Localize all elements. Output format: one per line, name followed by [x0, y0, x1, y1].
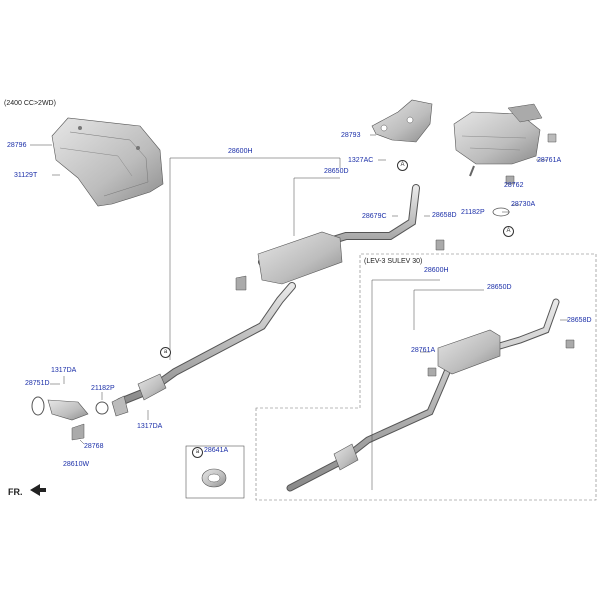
ref-circle-A-top: A — [397, 160, 408, 171]
inset-part-label-28761A[interactable]: 28761A — [411, 347, 436, 354]
part-label-28751D[interactable]: 28751D — [25, 380, 50, 387]
hanger-bracket-part — [371, 99, 433, 143]
inset-frame — [255, 253, 597, 501]
leader-lines — [30, 134, 568, 490]
part-label-28679C[interactable]: 28679C — [362, 213, 387, 220]
inset-part-label-28600H[interactable]: 28600H — [424, 267, 449, 274]
part-label-21182P-top[interactable]: 21182P — [461, 209, 485, 216]
ref-circle-a-clamp: a — [192, 447, 203, 458]
inset-part-label-28650D[interactable]: 28650D — [487, 284, 512, 291]
part-label-28762[interactable]: 28762 — [504, 182, 524, 189]
ref-circle-a-main: a — [160, 347, 171, 358]
part-label-28650D[interactable]: 28650D — [324, 168, 349, 175]
variant-title-inset: (LEV-3 SULEV 30) — [364, 258, 423, 265]
ref-circle-A-right: A — [503, 226, 514, 237]
variant-title-main: (2400 CC>2WD) — [4, 100, 56, 107]
heat-shield-part — [51, 117, 164, 207]
part-label-21182P-left[interactable]: 21182P — [91, 385, 115, 392]
part-label-28768[interactable]: 28768 — [84, 443, 104, 450]
clamp-part — [185, 445, 245, 499]
rear-muffler-part — [453, 103, 557, 217]
main-exhaust-pipe — [111, 184, 445, 417]
part-label-1327AC[interactable]: 1327AC — [348, 157, 374, 164]
part-label-31129T[interactable]: 31129T — [14, 172, 38, 179]
inset-exhaust-pipe — [286, 298, 575, 492]
front-direction-label: FR. — [8, 487, 23, 497]
part-label-1317DA-mid[interactable]: 1317DA — [137, 423, 163, 430]
part-label-28761A-top[interactable]: 28761A — [537, 157, 562, 164]
part-label-28658D[interactable]: 28658D — [432, 212, 457, 219]
part-label-1317DA-left[interactable]: 1317DA — [51, 367, 77, 374]
part-label-28600H[interactable]: 28600H — [228, 148, 253, 155]
part-label-28793[interactable]: 28793 — [341, 132, 361, 139]
front-pipe-part — [31, 396, 109, 441]
part-label-28796[interactable]: 28796 — [7, 142, 27, 149]
inset-part-label-28658D[interactable]: 28658D — [567, 317, 592, 324]
front-arrow-icon — [30, 484, 46, 496]
part-label-28641A[interactable]: 28641A — [204, 447, 229, 454]
part-label-28730A[interactable]: 28730A — [511, 201, 536, 208]
part-label-28610W[interactable]: 28610W — [63, 461, 90, 468]
